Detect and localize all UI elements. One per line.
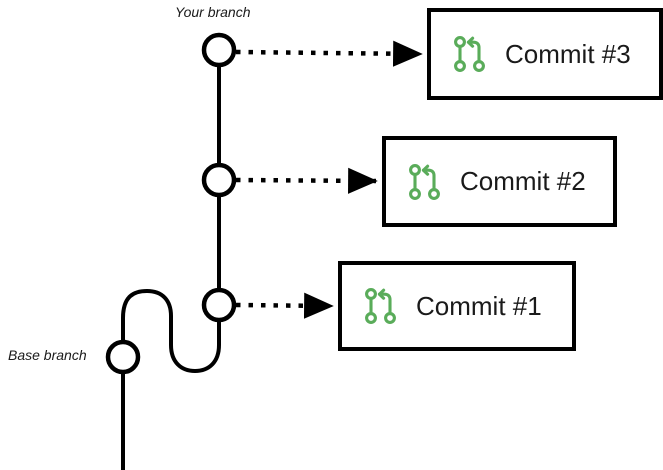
commit-node-1[interactable] xyxy=(201,287,237,323)
commit-box-1[interactable]: Commit #1 xyxy=(338,261,576,351)
dotted-arrow-commit-3 xyxy=(235,40,423,67)
dotted-arrow-commit-2 xyxy=(235,167,378,194)
commit-box-2[interactable]: Commit #2 xyxy=(382,136,617,227)
commit-node-3[interactable] xyxy=(201,32,237,68)
branch-merge-curve xyxy=(121,289,221,373)
dotted-arrow-commit-1 xyxy=(235,292,334,319)
git-pull-request-icon xyxy=(454,36,485,72)
base-branch-label: Base branch xyxy=(8,347,87,363)
git-pull-request-icon xyxy=(409,163,440,200)
base-branch-node[interactable] xyxy=(105,339,141,375)
commit-box-3-label: Commit #3 xyxy=(505,38,631,69)
your-branch-label: Your branch xyxy=(175,4,251,20)
commit-box-3[interactable]: Commit #3 xyxy=(427,8,663,100)
commit-node-2[interactable] xyxy=(201,162,237,198)
git-pull-request-icon xyxy=(365,288,396,324)
commit-box-1-label: Commit #1 xyxy=(416,290,542,321)
commit-box-2-label: Commit #2 xyxy=(460,166,586,196)
